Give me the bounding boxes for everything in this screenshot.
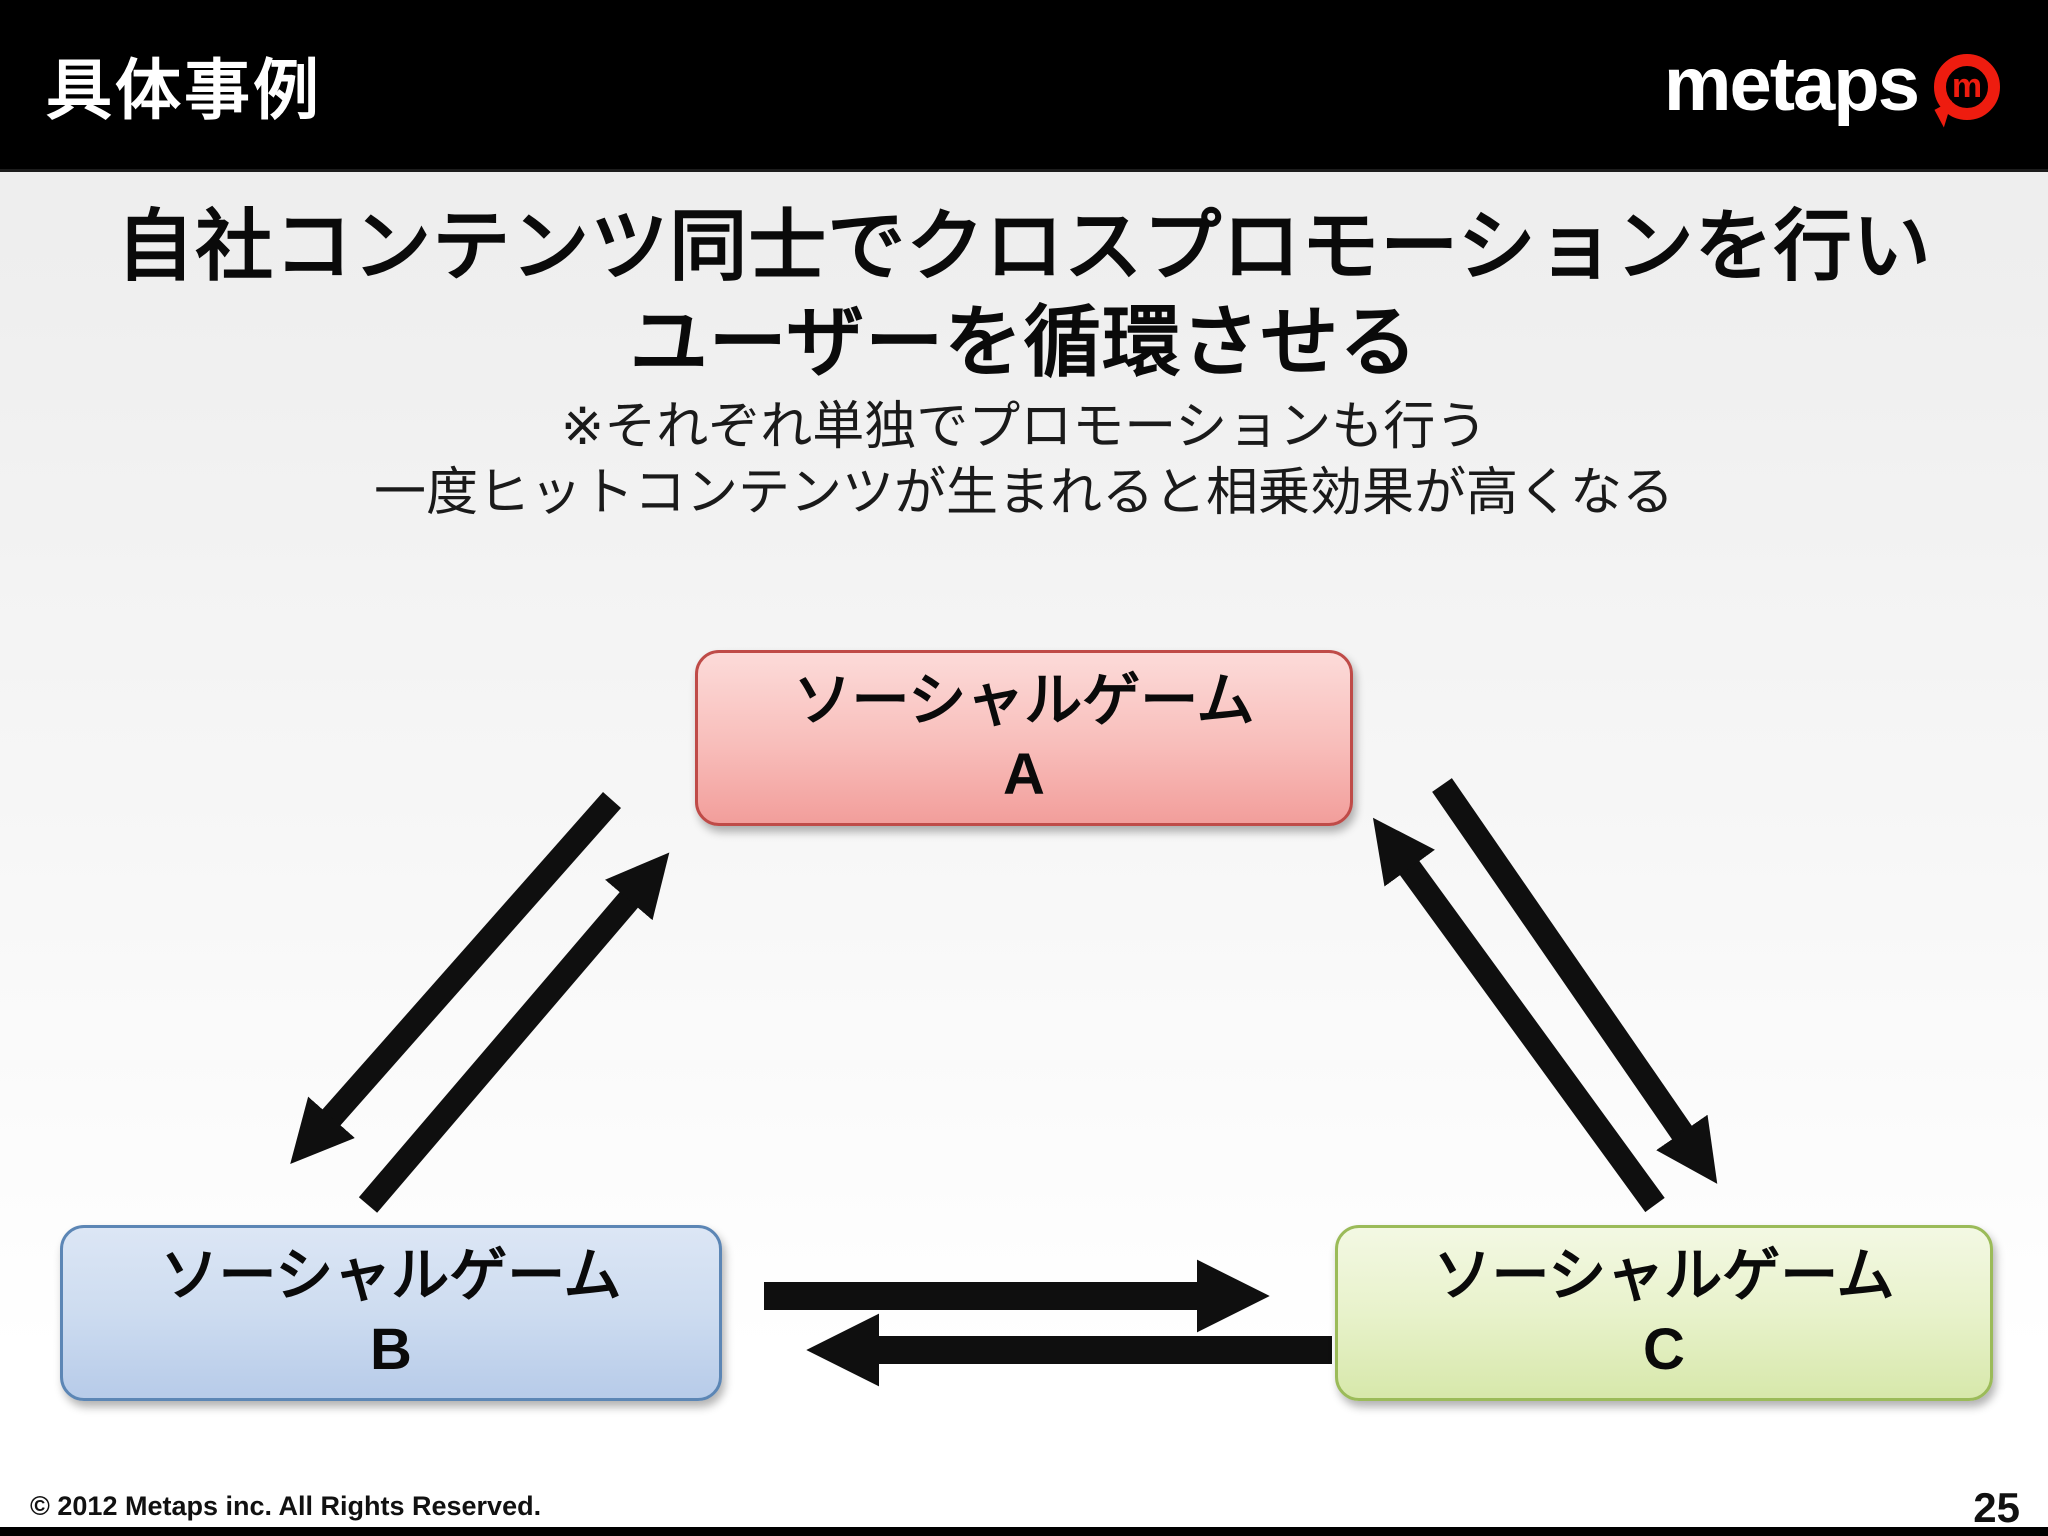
node-b-letter: B (370, 1317, 412, 1382)
metaps-logo-text: metaps (1663, 41, 1920, 127)
metaps-logo-letter: m (1951, 66, 1983, 105)
metaps-logo: metaps m (1663, 41, 2000, 128)
node-a-letter: A (1003, 742, 1045, 807)
bottom-border (0, 1527, 2048, 1536)
node-b-label: ソーシャルゲーム (160, 1242, 622, 1308)
page-number: 25 (1973, 1484, 2020, 1531)
arrow-a-to-c (1432, 778, 1718, 1184)
node-a-label: ソーシャルゲーム (793, 667, 1255, 733)
arrow-c-to-a (1372, 817, 1665, 1213)
sub-notes: ※それぞれ単独でプロモーションも行う 一度ヒットコンテンツが生まれると相乗効果が… (0, 394, 2048, 526)
copyright-text: © 2012 Metaps inc. All Rights Reserved. (30, 1491, 542, 1521)
node-social-game-c: ソーシャルゲーム C (1335, 1225, 1993, 1401)
heading-line-2: ユーザーを循環させる (629, 298, 1419, 386)
main-heading: 自社コンテンツ同士でクロスプロモーションを行い ユーザーを循環させる (0, 198, 2048, 390)
arrow-a-to-b (290, 792, 621, 1165)
arrow-b-to-a (358, 852, 670, 1213)
note-line-2: 一度ヒットコンテンツが生まれると相乗効果が高くなる (373, 464, 1674, 522)
metaps-logo-icon: m (1934, 53, 2000, 128)
header-bar: 具体事例 metaps m (0, 0, 2048, 172)
heading-line-1: 自社コンテンツ同士でクロスプロモーションを行い (116, 202, 1932, 290)
node-c-letter: C (1643, 1317, 1685, 1382)
page-title: 具体事例 (46, 52, 322, 127)
node-c-label: ソーシャルゲーム (1433, 1242, 1895, 1308)
node-social-game-a: ソーシャルゲーム A (695, 650, 1353, 826)
node-social-game-b: ソーシャルゲーム B (60, 1225, 722, 1401)
note-line-1: ※それぞれ単独でプロモーションも行う (560, 398, 1488, 456)
